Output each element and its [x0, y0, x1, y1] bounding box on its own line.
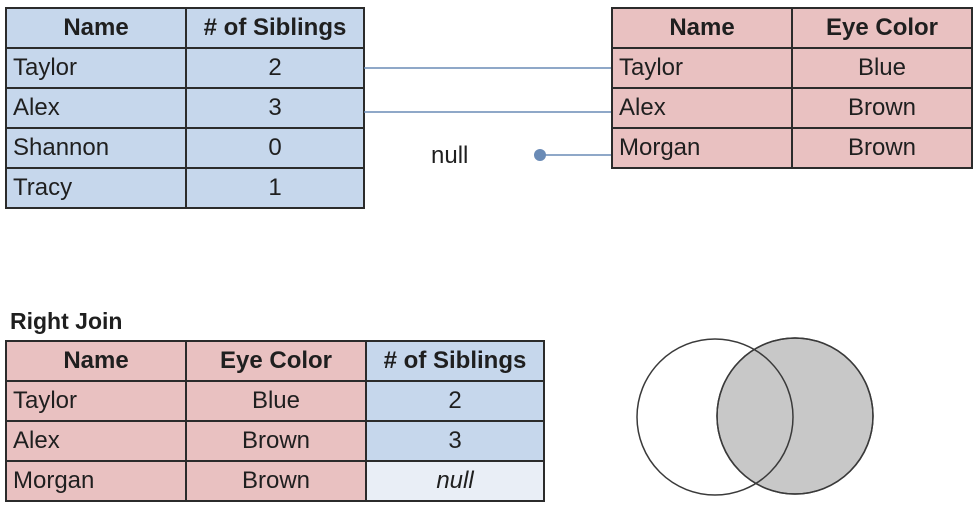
cell-siblings: 0 — [185, 127, 365, 169]
cell-name: Alex — [5, 87, 187, 129]
cell-name: Taylor — [5, 380, 187, 422]
cell-name: Taylor — [611, 47, 793, 89]
venn-right-set — [716, 337, 874, 495]
cell-eye-color: Brown — [185, 420, 367, 462]
table-row: Shannon 0 — [5, 127, 365, 169]
cell-name: Shannon — [5, 127, 187, 169]
column-header-name: Name — [5, 7, 187, 49]
cell-siblings-null: null — [365, 460, 545, 502]
table-row: Tracy 1 — [5, 167, 365, 209]
table-row: Taylor Blue 2 — [5, 380, 545, 422]
column-header-siblings: # of Siblings — [185, 7, 365, 49]
join-connectors — [364, 67, 611, 161]
eye-color-table: Name Eye Color Taylor Blue Alex Brown Mo… — [611, 7, 973, 169]
cell-name: Morgan — [611, 127, 793, 169]
venn-right-outline — [716, 337, 874, 495]
table-row: Morgan Brown null — [5, 460, 545, 502]
cell-siblings: 1 — [185, 167, 365, 209]
column-header-name: Name — [5, 340, 187, 382]
column-header-eye-color: Eye Color — [791, 7, 973, 49]
cell-siblings: 3 — [185, 87, 365, 129]
null-label: null — [431, 142, 469, 169]
siblings-table: Name # of Siblings Taylor 2 Alex 3 Shann… — [5, 7, 365, 209]
column-header-eye-color: Eye Color — [185, 340, 367, 382]
cell-eye-color: Brown — [791, 127, 973, 169]
column-header-name: Name — [611, 7, 793, 49]
cell-name: Alex — [5, 420, 187, 462]
table-row: Taylor 2 — [5, 47, 365, 89]
table-header-row: Name Eye Color # of Siblings — [5, 340, 545, 382]
column-header-siblings: # of Siblings — [365, 340, 545, 382]
venn-left-set — [636, 338, 794, 496]
cell-eye-color: Blue — [791, 47, 973, 89]
cell-name: Tracy — [5, 167, 187, 209]
cell-name: Taylor — [5, 47, 187, 89]
cell-eye-color: Brown — [185, 460, 367, 502]
table-row: Alex 3 — [5, 87, 365, 129]
table-header-row: Name Eye Color — [611, 7, 973, 49]
venn-diagram — [636, 337, 874, 496]
null-dot-icon — [534, 149, 546, 161]
table-row: Alex Brown — [611, 87, 973, 129]
result-title: Right Join — [10, 308, 123, 334]
table-row: Alex Brown 3 — [5, 420, 545, 462]
cell-siblings: 2 — [185, 47, 365, 89]
cell-name: Morgan — [5, 460, 187, 502]
cell-eye-color: Blue — [185, 380, 367, 422]
cell-eye-color: Brown — [791, 87, 973, 129]
cell-siblings: 3 — [365, 420, 545, 462]
cell-siblings: 2 — [365, 380, 545, 422]
table-header-row: Name # of Siblings — [5, 7, 365, 49]
table-row: Taylor Blue — [611, 47, 973, 89]
right-join-result-table: Name Eye Color # of Siblings Taylor Blue… — [5, 340, 545, 502]
table-row: Morgan Brown — [611, 127, 973, 169]
cell-name: Alex — [611, 87, 793, 129]
